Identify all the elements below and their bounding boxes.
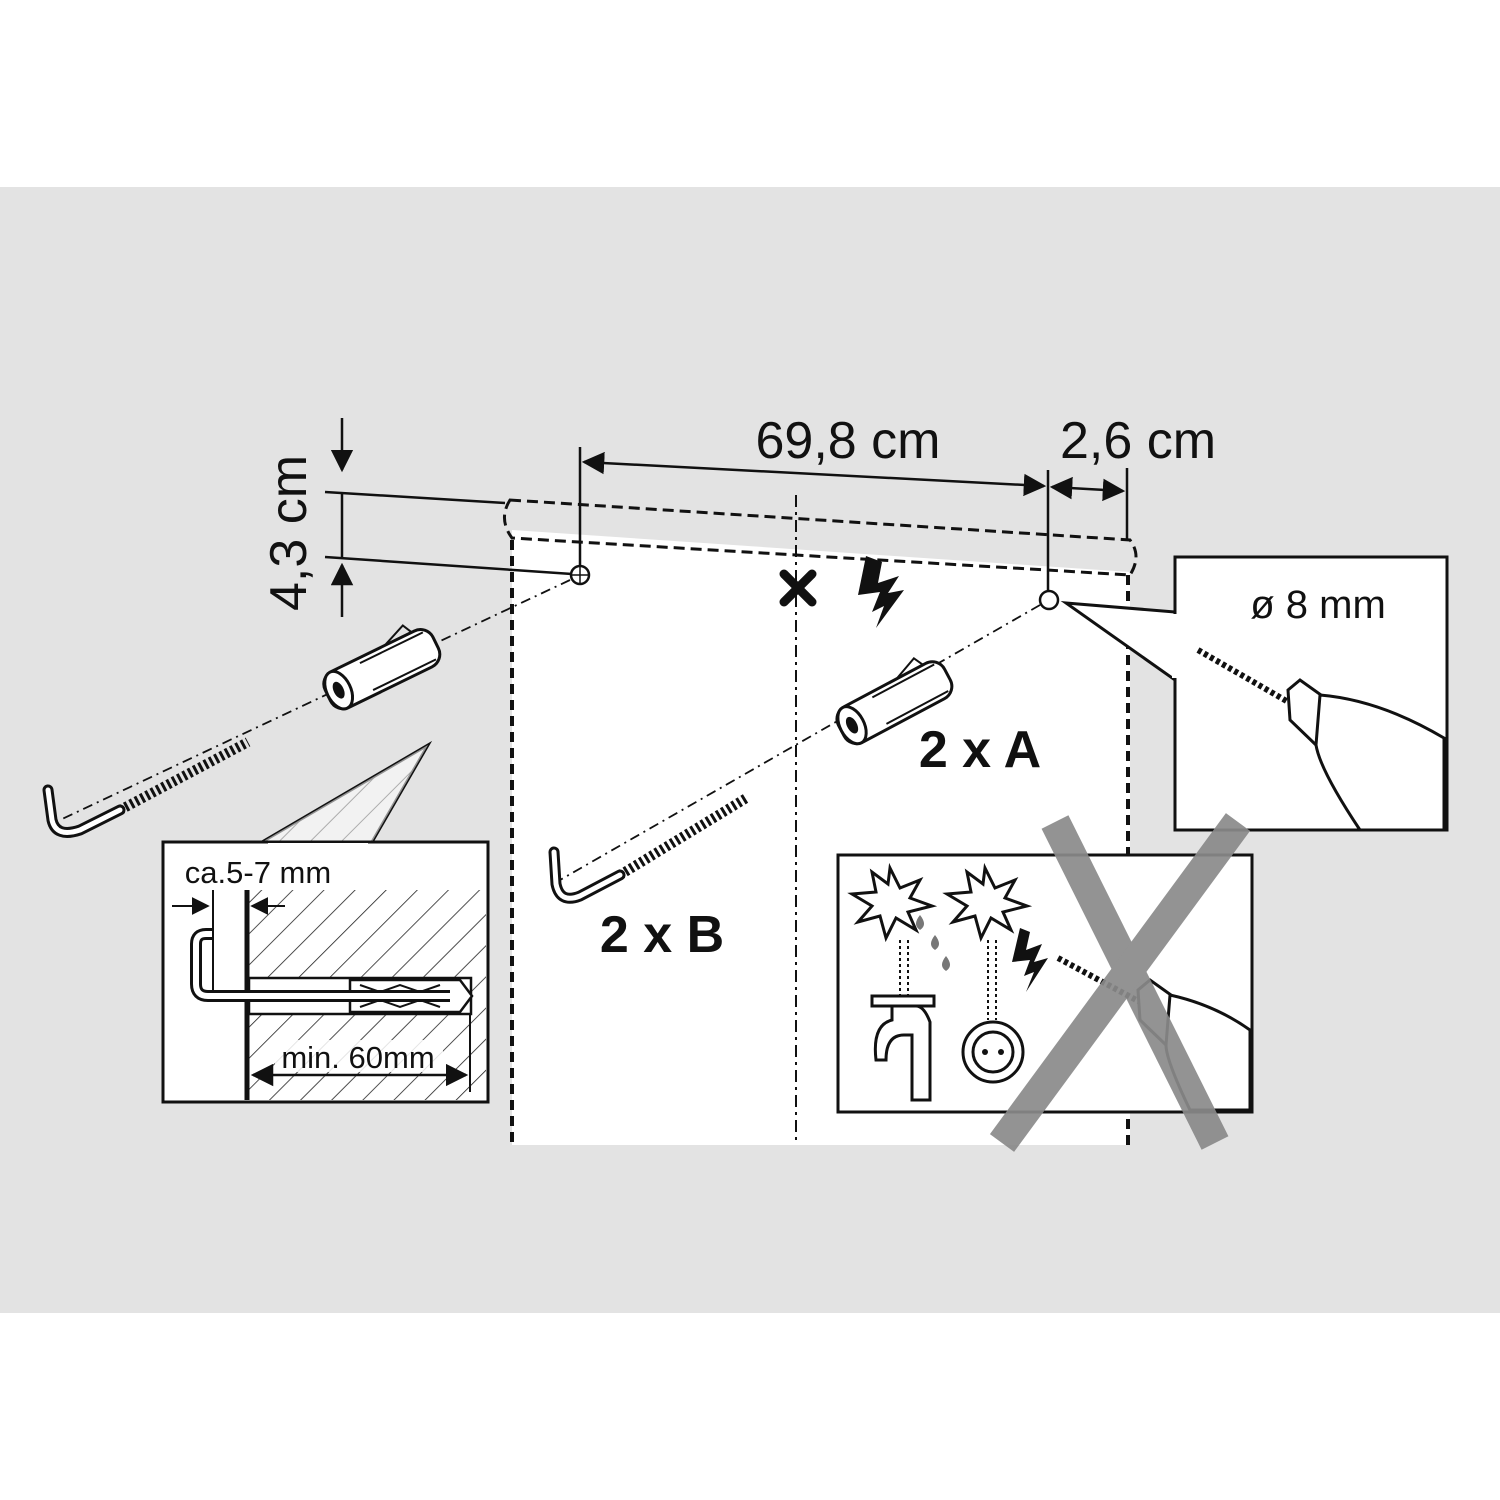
left-alignment-line xyxy=(59,579,571,821)
spacing-label: 69,8 cm xyxy=(756,412,941,470)
lightning-icon xyxy=(1012,928,1048,992)
explosion-icon xyxy=(847,862,1033,943)
power-socket-icon xyxy=(961,1020,1025,1084)
drill-bit-diameter: ø 8 mm xyxy=(1250,583,1386,627)
left-dowel xyxy=(322,624,442,711)
edge-offset-label: 2,6 cm xyxy=(1060,412,1216,470)
edge-offset-dimension-line xyxy=(1049,476,1126,502)
left-hook-screw xyxy=(42,737,251,838)
drill-icon xyxy=(1196,647,1446,832)
wall-detail-callout: ca.5-7 mm min. 60mm xyxy=(161,740,490,1104)
water-tap-icon xyxy=(870,994,936,1102)
drill-callout: ø 8 mm xyxy=(1060,555,1449,832)
top-rail-outline xyxy=(503,498,1138,577)
x-mark-icon xyxy=(779,569,817,607)
rail-top-reference-line xyxy=(324,490,506,505)
spacing-dimension-line xyxy=(581,451,1047,497)
right-drill-hole xyxy=(1038,589,1060,611)
water-drops-icon xyxy=(916,915,950,971)
hook-quantity-label: 2 x B xyxy=(600,906,724,964)
lightning-icon xyxy=(858,556,904,628)
min-depth-label: min. 60mm xyxy=(281,1040,434,1075)
hole-reference-line xyxy=(324,555,573,576)
dowel-quantity-label: 2 x A xyxy=(919,721,1041,779)
right-dowel xyxy=(835,656,954,746)
gap-label: ca.5-7 mm xyxy=(185,855,331,890)
right-hook-screw xyxy=(548,792,751,904)
crossed-drill-warning-icon xyxy=(989,813,1251,1152)
right-alignment-line xyxy=(559,604,1041,881)
height-label: 4,3 cm xyxy=(260,455,318,611)
